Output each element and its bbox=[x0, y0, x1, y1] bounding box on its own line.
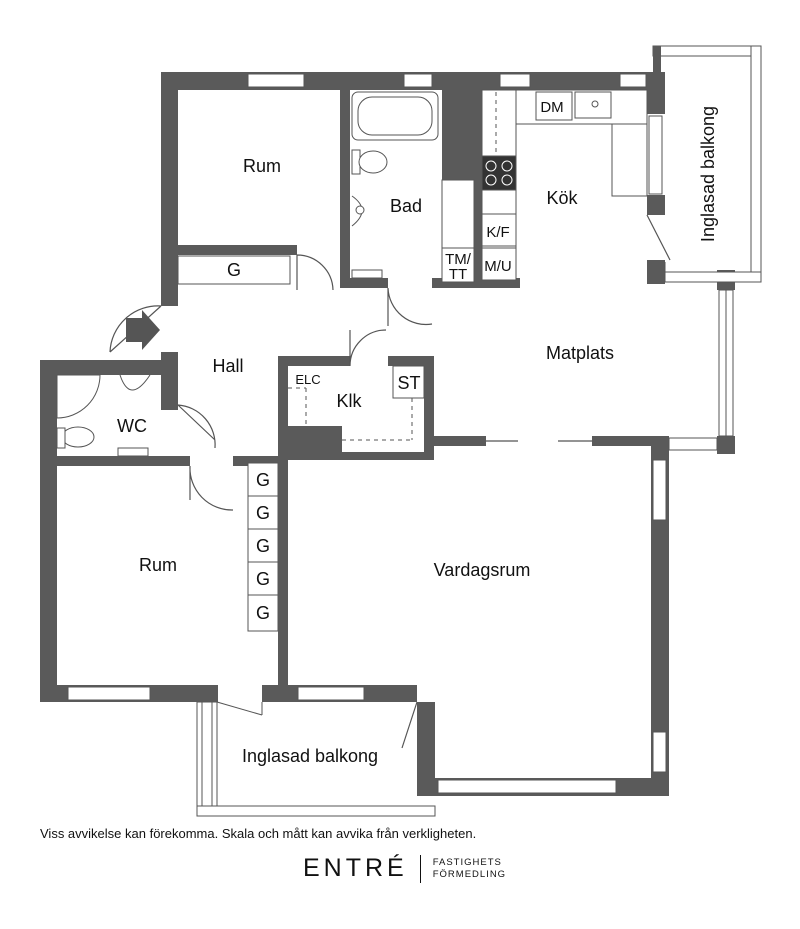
room-label-rum-top: Rum bbox=[243, 156, 281, 176]
balcony-bottom bbox=[196, 701, 436, 817]
brand-sub-line1: FASTIGHETS bbox=[432, 856, 502, 868]
room-label-rum-bottom: Rum bbox=[139, 555, 177, 575]
wardrobe-label: G bbox=[256, 470, 270, 490]
room-label-bad: Bad bbox=[390, 196, 422, 216]
brand-separator bbox=[419, 854, 421, 883]
fixtures bbox=[56, 89, 648, 632]
room-label-klk: Klk bbox=[336, 391, 362, 411]
stove-burners bbox=[485, 160, 513, 186]
closet-label-g: G bbox=[227, 260, 241, 280]
brand-subtitle: FASTIGHETS FÖRMEDLING bbox=[433, 857, 506, 881]
room-label-hall: Hall bbox=[212, 356, 243, 376]
wardrobe-label: G bbox=[256, 569, 270, 589]
room-label-wc: WC bbox=[117, 416, 147, 436]
windows bbox=[67, 73, 667, 794]
room-label-balkong-right: Inglasad balkong bbox=[698, 106, 718, 242]
room-label-balkong-bottom: Inglasad balkong bbox=[242, 746, 378, 766]
wardrobe-label: G bbox=[256, 503, 270, 523]
label-mu: M/U bbox=[484, 258, 512, 275]
doors bbox=[109, 214, 671, 749]
room-label-matplats: Matplats bbox=[546, 343, 614, 363]
label-tt: TT bbox=[449, 266, 467, 283]
label-dm: DM bbox=[540, 99, 563, 116]
balcony-right bbox=[652, 45, 762, 283]
dashed-lines bbox=[288, 92, 613, 441]
brand-logo: ENTRÉ FASTIGHETS FÖRMEDLING bbox=[303, 854, 506, 883]
entrance-arrow-icon bbox=[126, 310, 160, 350]
wardrobe-label: G bbox=[256, 603, 270, 623]
room-label-kok: Kök bbox=[546, 188, 578, 208]
brand-name: ENTRÉ bbox=[303, 854, 408, 882]
brand-sub-line2: FÖRMEDLING bbox=[432, 868, 507, 880]
room-label-vardagsrum: Vardagsrum bbox=[434, 560, 531, 580]
label-tm: TM/ bbox=[445, 251, 472, 268]
matplats-windows bbox=[668, 289, 734, 451]
label-kf: K/F bbox=[486, 224, 509, 241]
label-st: ST bbox=[397, 373, 420, 393]
room-labels: Rum Bad Kök Inglasad balkong G TM/ TT K/… bbox=[117, 99, 718, 766]
wardrobe-label: G bbox=[256, 536, 270, 556]
disclaimer-text: Viss avvikelse kan förekomma. Skala och … bbox=[40, 826, 477, 841]
label-elc: ELC bbox=[295, 372, 320, 387]
